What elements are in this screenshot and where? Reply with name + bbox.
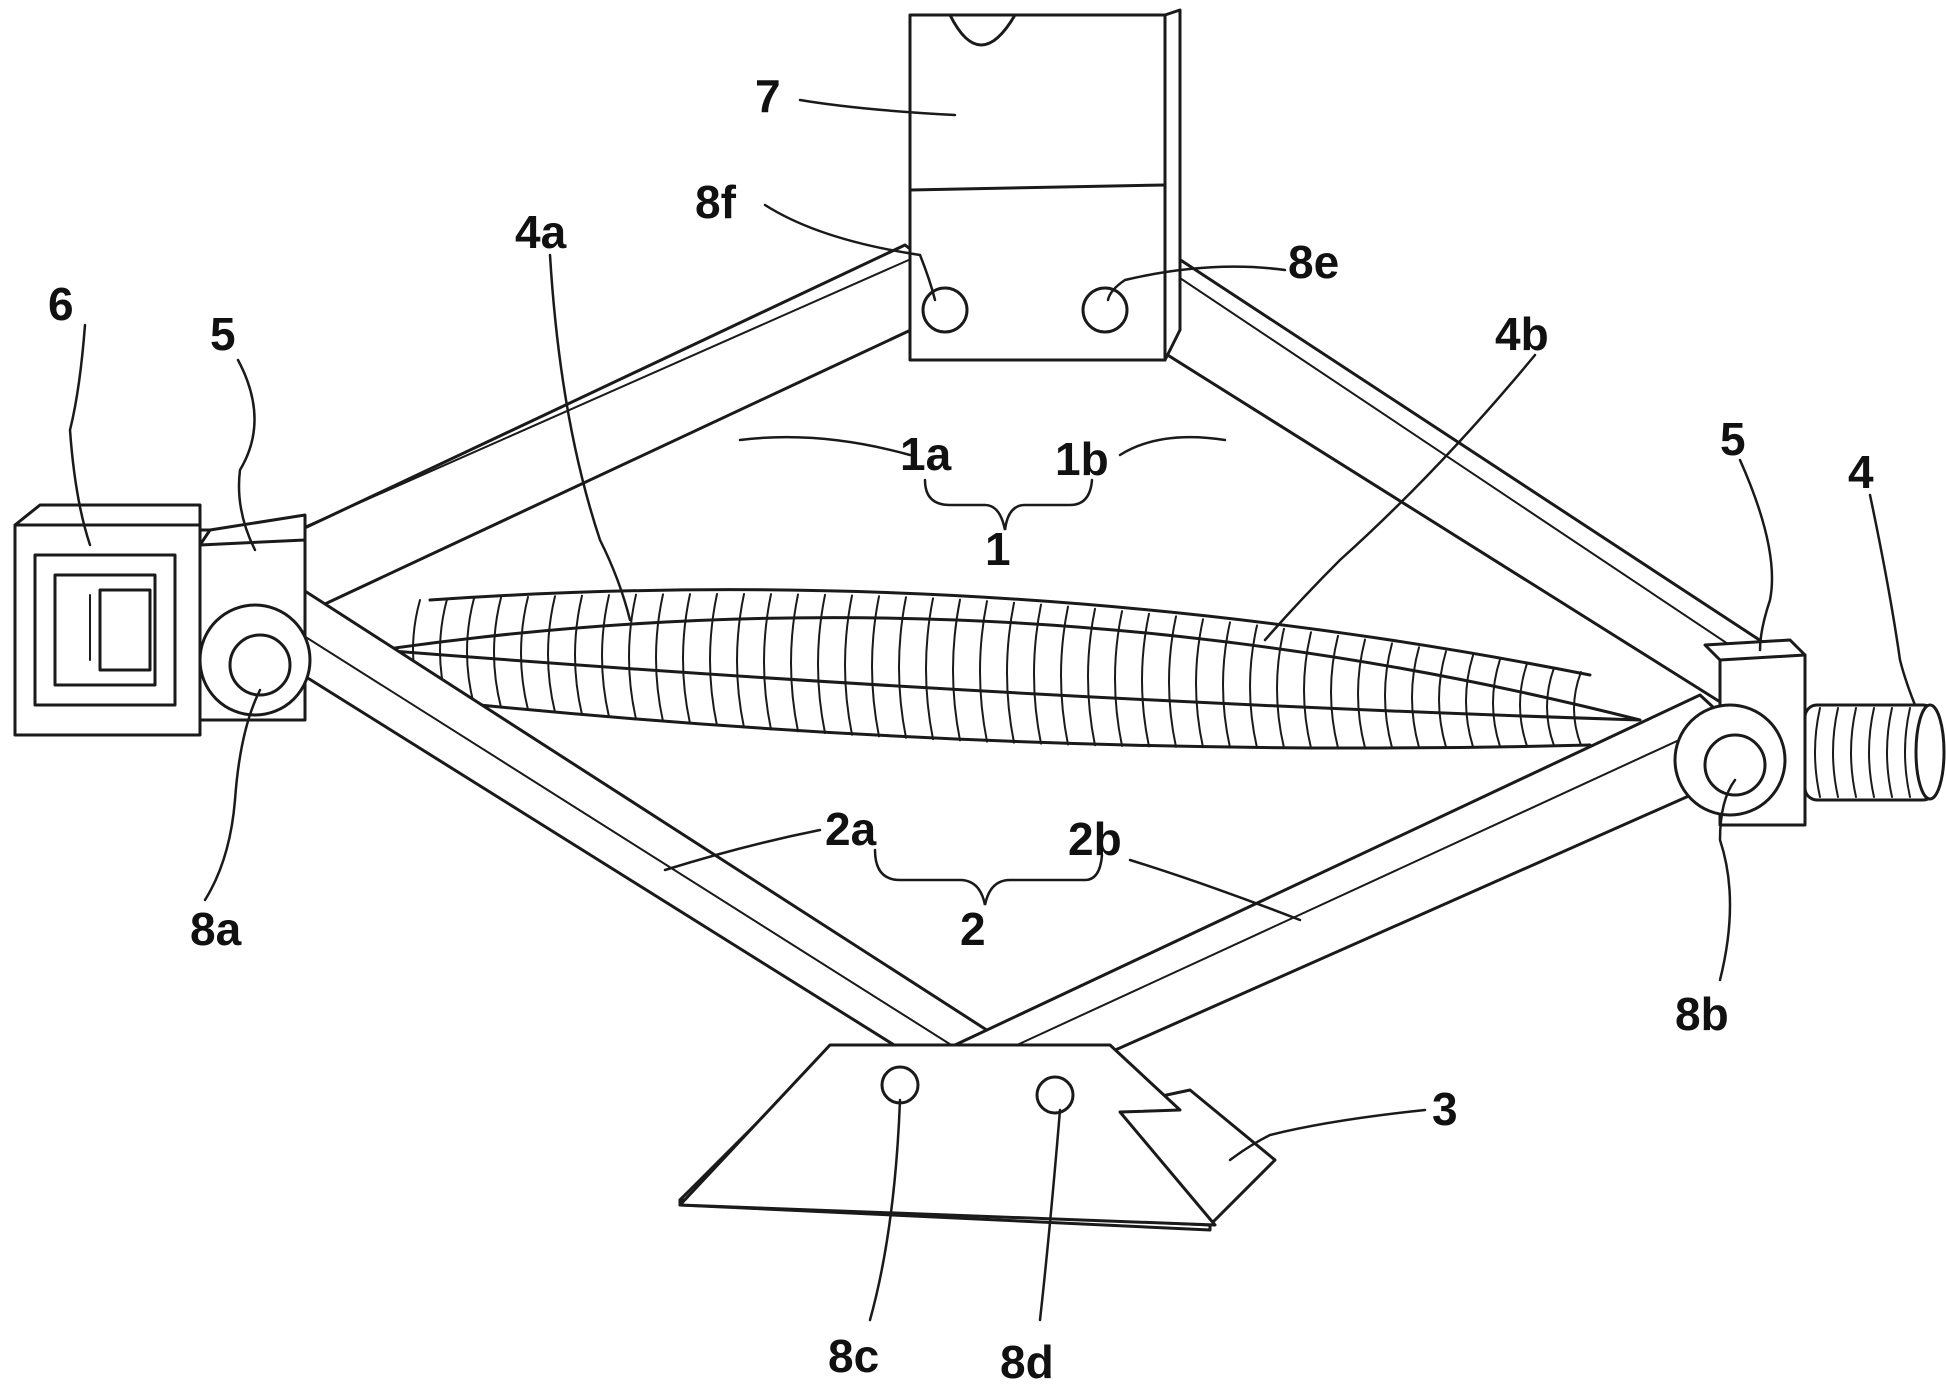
handle-socket xyxy=(13,503,202,737)
thread-arc xyxy=(1006,601,1015,744)
thread-arc xyxy=(1438,650,1447,749)
thread-arc xyxy=(1222,621,1231,749)
thread-arc xyxy=(655,593,664,723)
thread-arc xyxy=(1060,605,1069,746)
thread-arc xyxy=(844,594,853,736)
label-1a: 1a xyxy=(900,428,952,480)
label-6: 6 xyxy=(48,278,74,330)
label-5-right: 5 xyxy=(1720,413,1746,465)
end-thread-arc xyxy=(1904,707,1911,798)
thread-arc xyxy=(1141,612,1150,748)
thread-arc xyxy=(574,594,583,716)
thread-arc xyxy=(547,595,556,714)
thread-arc xyxy=(1114,610,1123,747)
thread-arc xyxy=(601,594,610,718)
thread-arc xyxy=(790,593,799,733)
thread-arc xyxy=(925,597,934,741)
thread-arc xyxy=(898,596,907,739)
thread-arc xyxy=(763,593,772,731)
thread-arc xyxy=(952,598,961,742)
thread-arc xyxy=(493,596,502,709)
right-screw-end xyxy=(1803,703,1946,802)
label-2: 2 xyxy=(960,903,986,955)
thread-arc xyxy=(1330,634,1339,749)
label-8f: 8f xyxy=(695,176,737,228)
upper-arm-1a xyxy=(203,243,977,627)
thread-arc xyxy=(1546,666,1555,747)
lower-arm-2b xyxy=(953,693,1772,1092)
thread-arc xyxy=(979,600,988,743)
label-1: 1 xyxy=(985,523,1011,575)
thread-arc xyxy=(1168,615,1177,748)
base xyxy=(678,1043,1277,1232)
label-8d: 8d xyxy=(1000,1336,1054,1388)
label-8c: 8c xyxy=(828,1330,879,1382)
thread-arc xyxy=(466,597,475,706)
thread-arc xyxy=(1087,607,1096,747)
pivot-8b xyxy=(1673,703,1787,817)
label-4b: 4b xyxy=(1495,308,1549,360)
thread-arc xyxy=(736,593,745,729)
label-4: 4 xyxy=(1848,446,1874,498)
thread-arc xyxy=(1492,658,1501,748)
label-4a: 4a xyxy=(515,206,567,258)
thread-arc xyxy=(682,593,691,725)
upper-arm-1b xyxy=(1078,238,1792,707)
screw-shaft xyxy=(378,588,1642,750)
thread-arc xyxy=(1303,631,1312,749)
end-thread-arc xyxy=(1886,707,1893,798)
thread-arc xyxy=(1519,662,1528,748)
top-saddle xyxy=(908,8,1182,362)
label-8b: 8b xyxy=(1675,988,1729,1040)
thread-arc xyxy=(817,593,826,735)
thread-arc xyxy=(1195,618,1204,749)
end-thread-arc xyxy=(1868,707,1875,798)
thread-arc xyxy=(871,595,880,738)
label-7: 7 xyxy=(755,70,781,122)
thread-arc xyxy=(709,592,718,727)
label-1b: 1b xyxy=(1055,433,1109,485)
thread-arc xyxy=(1276,627,1285,749)
label-2a: 2a xyxy=(825,803,877,855)
label-5-left: 5 xyxy=(210,308,236,360)
thread-arc xyxy=(1249,624,1258,749)
label-2b: 2b xyxy=(1068,813,1122,865)
end-thread-arc xyxy=(1832,707,1839,798)
thread-arc xyxy=(520,595,529,711)
thread-arc xyxy=(1357,638,1366,749)
label-8e: 8e xyxy=(1288,236,1339,288)
end-thread-arc xyxy=(1850,707,1857,798)
end-thread-arc xyxy=(1814,707,1821,798)
label-8a: 8a xyxy=(190,903,242,955)
thread-arc xyxy=(1384,642,1393,749)
thread-arc xyxy=(1033,603,1042,745)
leader-lines xyxy=(68,98,1917,1322)
thread-arc xyxy=(1411,646,1420,749)
pivot-8a xyxy=(198,603,312,717)
thread-arc xyxy=(628,593,637,721)
thread-arc xyxy=(1465,654,1474,748)
label-3: 3 xyxy=(1432,1083,1458,1135)
thread-arc xyxy=(1573,671,1582,747)
